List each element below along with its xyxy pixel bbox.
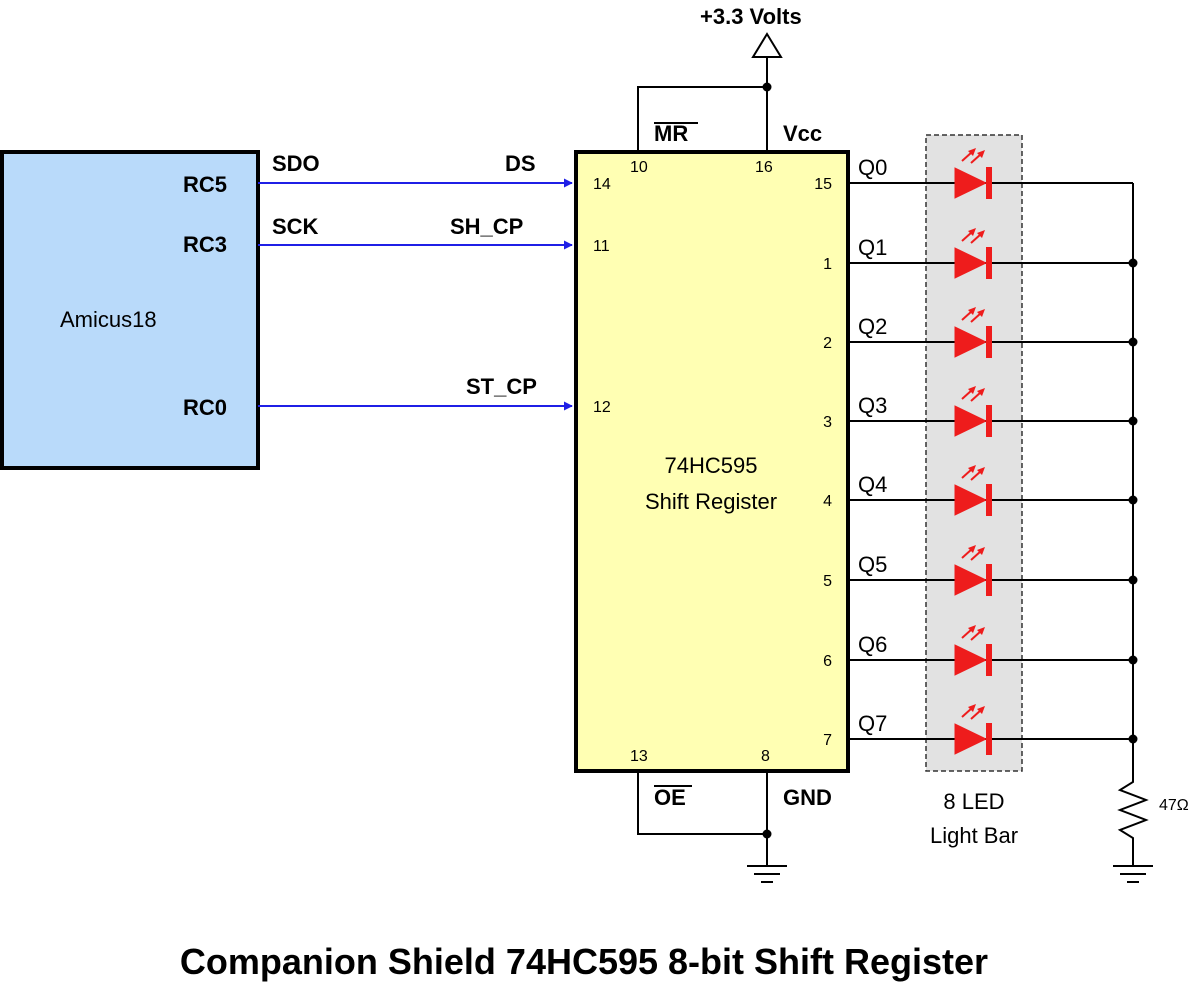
gnd-label: GND — [783, 785, 832, 810]
output-name: Q2 — [858, 314, 887, 339]
led-bar-label-line2: Light Bar — [930, 823, 1018, 848]
output-pin-number: 3 — [823, 414, 832, 431]
gnd-junction — [762, 829, 772, 839]
output-row-q7: 7 Q7 — [823, 704, 1138, 755]
output-name: Q4 — [858, 472, 887, 497]
led-icon — [954, 465, 992, 516]
vcc-pin-number: 16 — [755, 159, 773, 176]
led-icon — [954, 228, 992, 279]
vcc-label: Vcc — [783, 121, 822, 146]
chip-ground-symbol — [747, 865, 787, 883]
vcc-junction — [762, 82, 772, 92]
outputs-group: 15 Q0 1 Q1 2 Q2 3 Q3 4 Q4 5 Q5 6 Q6 7 Q7 — [814, 148, 1138, 755]
shcp-pin-number: 11 — [593, 238, 610, 255]
output-name: Q1 — [858, 235, 887, 260]
output-name: Q3 — [858, 393, 887, 418]
mcu-block — [0, 150, 260, 470]
led-bar-label-line1: 8 LED — [943, 789, 1004, 814]
stcp-pin-number: 12 — [593, 399, 611, 416]
led-icon — [954, 386, 992, 437]
output-name: Q5 — [858, 552, 887, 577]
oe-ground-wire — [637, 771, 767, 835]
oe-pin-number: 13 — [630, 748, 648, 765]
output-pin-number: 15 — [814, 176, 832, 193]
mcu-name: Amicus18 — [60, 307, 157, 332]
signal-shcp-label: SH_CP — [450, 214, 523, 239]
output-row-q3: 3 Q3 — [823, 386, 1138, 437]
mcu-pin-rc0: RC0 — [183, 395, 227, 420]
resistor-ground-symbol — [1113, 865, 1153, 883]
led-icon — [954, 545, 992, 596]
mr-label: MR — [654, 121, 688, 146]
chip-name-line2: Shift Register — [645, 489, 777, 514]
mr-pin-number: 10 — [630, 159, 648, 176]
output-pin-number: 7 — [823, 732, 832, 749]
signal-stcp-label: ST_CP — [466, 374, 537, 399]
output-row-q4: 4 Q4 — [823, 465, 1138, 516]
output-pin-number: 4 — [823, 493, 832, 510]
output-row-q5: 5 Q5 — [823, 545, 1138, 596]
output-row-q0: 15 Q0 — [814, 148, 1133, 199]
led-icon — [954, 307, 992, 358]
diagram-title: Companion Shield 74HC595 8-bit Shift Reg… — [180, 941, 988, 982]
output-pin-number: 5 — [823, 573, 832, 590]
mcu-pin-rc3: RC3 — [183, 232, 227, 257]
output-row-q6: 6 Q6 — [823, 625, 1138, 676]
resistor-value: 47Ω — [1159, 797, 1189, 814]
supply-symbol — [751, 32, 783, 58]
output-name: Q7 — [858, 711, 887, 736]
signal-ds-label: DS — [505, 151, 536, 176]
output-name: Q0 — [858, 155, 887, 180]
output-row-q1: 1 Q1 — [823, 228, 1138, 279]
led-icon — [954, 704, 992, 755]
shift-register-chip — [574, 150, 850, 773]
output-row-q2: 2 Q2 — [823, 307, 1138, 358]
gnd-pin-number: 8 — [761, 748, 770, 765]
mr-tie-wire — [637, 86, 767, 152]
output-pin-number: 1 — [823, 256, 832, 273]
mcu-pin-rc5: RC5 — [183, 172, 227, 197]
output-pin-number: 6 — [823, 653, 832, 670]
signal-sdo-label: SDO — [272, 151, 320, 176]
output-pin-number: 2 — [823, 335, 832, 352]
output-name: Q6 — [858, 632, 887, 657]
signal-sck-label: SCK — [272, 214, 319, 239]
chip-name-line1: 74HC595 — [665, 453, 758, 478]
led-icon — [954, 148, 992, 199]
supply-label: +3.3 Volts — [700, 4, 802, 29]
ds-pin-number: 14 — [593, 176, 611, 193]
oe-label: OE — [654, 785, 686, 810]
resistor-symbol — [1117, 770, 1149, 866]
led-icon — [954, 625, 992, 676]
